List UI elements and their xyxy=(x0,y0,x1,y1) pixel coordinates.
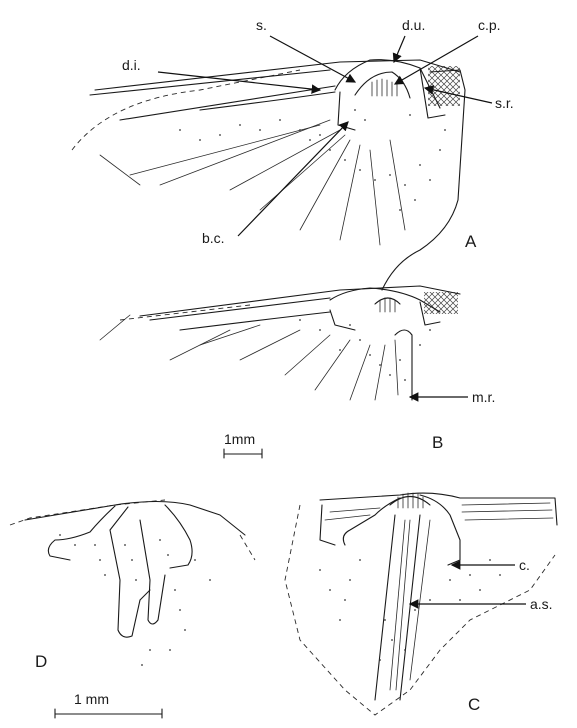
figure-a xyxy=(72,60,465,290)
panel-d-label: D xyxy=(35,652,47,671)
label-s: s. xyxy=(256,17,267,33)
scale-bar-top: 1mm xyxy=(224,431,262,458)
label-du: d.u. xyxy=(402,17,425,33)
panel-c-label: C xyxy=(468,695,480,714)
figure-b xyxy=(100,286,460,400)
scale-bar-bottom: 1 mm xyxy=(55,691,162,718)
panel-a-label: A xyxy=(465,232,477,251)
scale-top-label: 1mm xyxy=(224,431,255,447)
label-mr: m.r. xyxy=(472,389,495,405)
label-sr: s.r. xyxy=(495,95,514,111)
figure-d xyxy=(10,500,255,666)
label-c: c. xyxy=(519,557,530,573)
label-di: d.i. xyxy=(122,57,141,73)
panel-b-label: B xyxy=(432,433,443,452)
label-bc: b.c. xyxy=(202,230,225,246)
label-as: a.s. xyxy=(530,596,553,612)
scale-bottom-label: 1 mm xyxy=(74,691,109,707)
label-cp: c.p. xyxy=(478,17,501,33)
